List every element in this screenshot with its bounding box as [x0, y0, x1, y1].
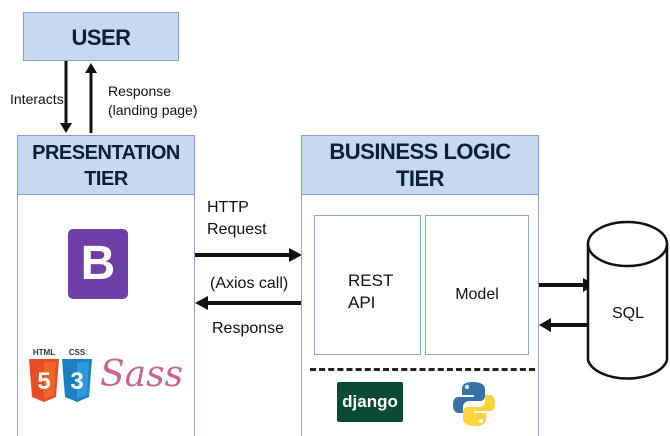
model-box: Model	[425, 215, 529, 355]
rest-api-box: REST API	[314, 215, 421, 355]
html5-logo-icon: HTML 5	[29, 348, 59, 402]
svg-text:3: 3	[70, 368, 83, 395]
rest-api-label: REST API	[348, 270, 393, 314]
sass-logo-icon: Sass	[100, 354, 184, 395]
interacts-label: Interacts	[10, 91, 64, 107]
css3-logo-icon: CSS 3	[62, 348, 92, 402]
request-arrow	[195, 248, 302, 262]
axios-call-label: (Axios call)	[210, 275, 289, 292]
response-label-line2: (landing page)	[108, 101, 198, 118]
python-logo-icon	[453, 382, 495, 426]
response-label: Response	[212, 320, 285, 337]
http-request-label: HTTP Request	[207, 197, 267, 240]
bootstrap-logo-icon: B	[68, 229, 128, 299]
css3-text: CSS	[69, 348, 86, 357]
presentation-tier-body	[17, 195, 195, 436]
rest-label-line2: API	[348, 293, 376, 312]
business-title-line1: BUSINESS LOGIC	[329, 139, 511, 164]
presentation-title-line1: PRESENTATION	[32, 142, 180, 164]
html5-text: HTML	[33, 348, 55, 357]
response-arrow	[195, 296, 302, 310]
user-arrows	[60, 61, 97, 133]
user-box: USER	[23, 12, 179, 61]
rest-label-line1: REST	[348, 271, 394, 290]
business-title-line2: TIER	[395, 166, 445, 191]
business-tier-body	[301, 195, 539, 436]
response-landing-label: Response (landing page)	[108, 82, 198, 120]
business-tier-header: BUSINESS LOGIC TIER	[301, 135, 539, 195]
presentation-tier-header: PRESENTATION TIER	[17, 135, 195, 195]
sql-database-icon	[586, 220, 669, 380]
presentation-title-line2: TIER	[84, 168, 128, 190]
sql-label: SQL	[611, 305, 644, 322]
response-label-line1: Response	[108, 83, 172, 99]
dashed-separator	[310, 368, 535, 371]
user-title: USER	[71, 25, 131, 50]
model-label: Model	[455, 286, 499, 303]
svg-text:5: 5	[37, 368, 50, 395]
http-label-line1: HTTP	[207, 199, 249, 216]
django-logo-icon: django	[337, 382, 403, 422]
http-label-line2: Request	[207, 220, 267, 238]
